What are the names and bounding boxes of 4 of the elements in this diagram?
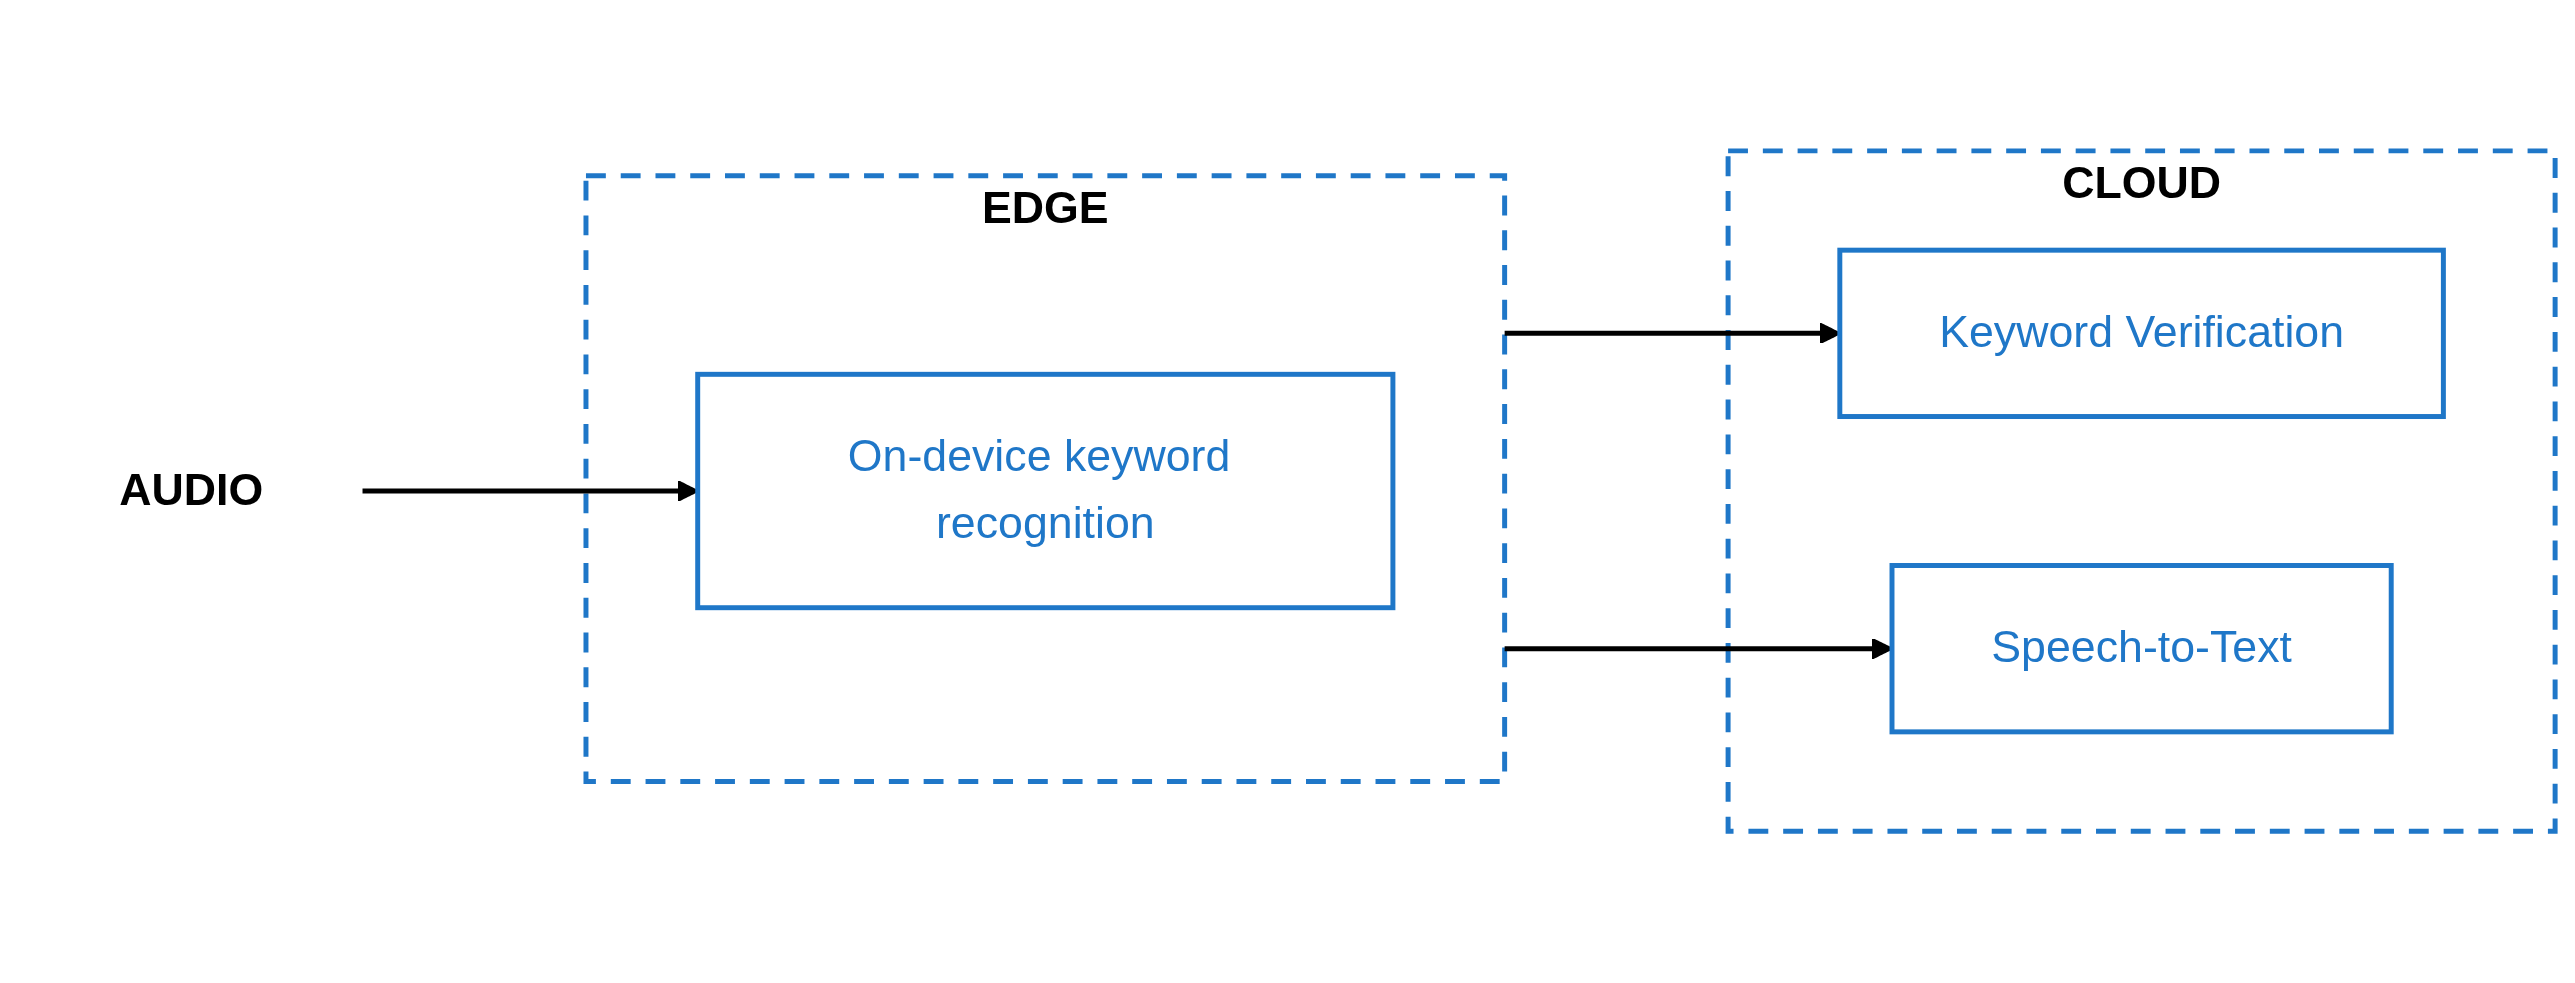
node-box: On-device keyword recognition [695, 372, 1396, 611]
node-text: AUDIO [119, 465, 264, 516]
node-box: Keyword Verification [1837, 248, 2446, 420]
node-box: Speech-to-Text [1889, 563, 2394, 735]
